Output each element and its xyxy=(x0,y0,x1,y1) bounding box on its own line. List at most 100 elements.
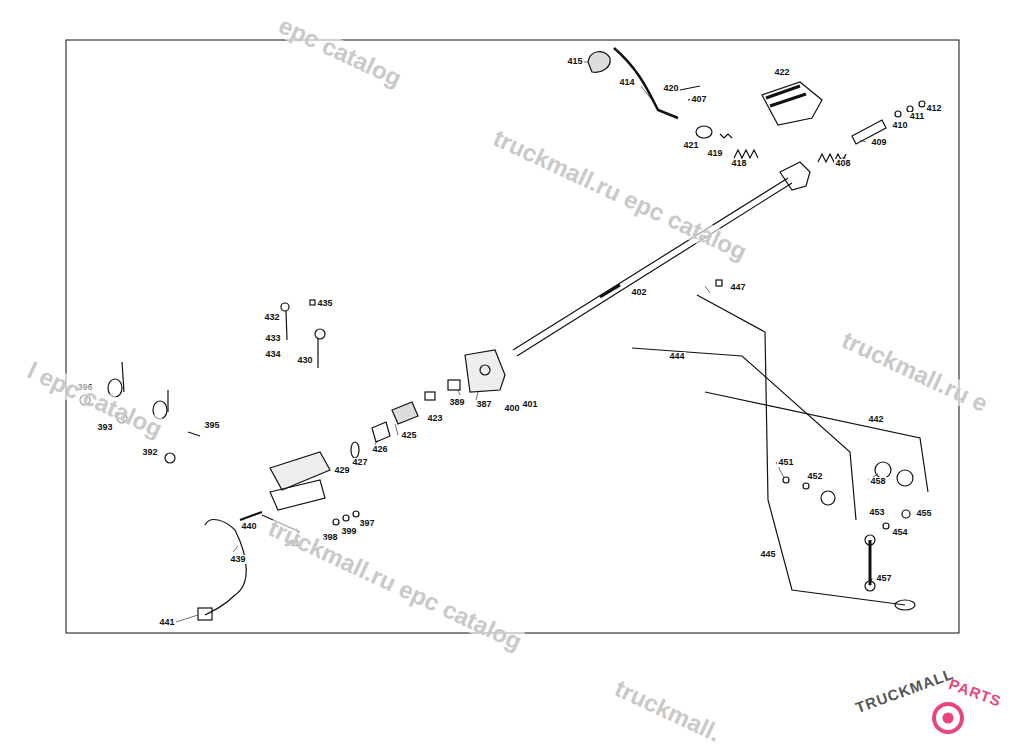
washer xyxy=(343,515,349,521)
callout-number: 408 xyxy=(834,159,851,168)
watermark: truckmall.ru epc catalog xyxy=(490,126,750,264)
shift-knob xyxy=(588,52,610,73)
callout-number: 389 xyxy=(448,398,465,407)
link xyxy=(869,540,872,585)
callout-number: 387 xyxy=(475,400,492,409)
part xyxy=(392,402,418,424)
bolt xyxy=(286,311,318,368)
washer xyxy=(895,111,901,117)
watermark: truckmall.ru e xyxy=(839,328,992,416)
callout-number: 429 xyxy=(333,466,350,475)
callout-number: 393 xyxy=(96,423,113,432)
clip xyxy=(720,134,732,138)
callout-number: 399 xyxy=(340,527,357,536)
callout-number: 452 xyxy=(806,472,823,481)
callout-number: 435 xyxy=(316,299,333,308)
washer xyxy=(803,483,809,489)
callout-number: 422 xyxy=(773,68,790,77)
callout-number: 415 xyxy=(566,57,583,66)
selector-body xyxy=(270,480,325,510)
logo-hub xyxy=(943,713,953,723)
callout-number: 395 xyxy=(203,421,220,430)
cable-end xyxy=(198,608,212,620)
ring xyxy=(351,442,359,458)
callout-number: 400 xyxy=(503,404,520,413)
callout-number: 401 xyxy=(521,400,538,409)
callout-number: 411 xyxy=(909,112,926,121)
callout-number: 427 xyxy=(351,458,368,467)
washer xyxy=(165,453,175,463)
watermark: l epc catalog xyxy=(24,358,166,441)
rod-eye xyxy=(895,600,915,610)
callout-number: 447 xyxy=(729,283,746,292)
callout-number: 444 xyxy=(668,352,685,361)
part xyxy=(425,392,435,400)
lever-bush xyxy=(897,470,913,486)
callout-number: 457 xyxy=(875,574,892,583)
washer xyxy=(883,523,889,529)
part xyxy=(448,380,460,390)
ball xyxy=(315,329,325,339)
callout-number: 419 xyxy=(706,149,723,158)
linkage-rod xyxy=(632,348,856,520)
callout-number: 426 xyxy=(371,445,388,454)
pivot xyxy=(821,491,835,505)
callout-number: 410 xyxy=(891,121,908,130)
callout-number: 423 xyxy=(426,414,443,423)
housing-boss xyxy=(480,365,490,375)
watermark: truckmall. xyxy=(612,676,725,746)
clip xyxy=(716,280,722,286)
callout-number: 458 xyxy=(869,477,886,486)
bolt xyxy=(167,390,168,412)
bolt xyxy=(122,362,124,392)
clip xyxy=(188,432,200,436)
housing xyxy=(465,350,505,392)
nut xyxy=(919,101,925,107)
callout-number: 418 xyxy=(730,159,747,168)
callout-number: 434 xyxy=(264,350,281,359)
callout-number: 442 xyxy=(867,415,884,424)
callout-number: 397 xyxy=(358,519,375,528)
bushing xyxy=(696,126,712,138)
boot-ring xyxy=(766,86,806,106)
spring xyxy=(734,150,758,158)
watermark: epc catalog xyxy=(275,13,405,91)
callout-number: 421 xyxy=(682,141,699,150)
callout-number: 420 xyxy=(662,84,679,93)
callout-number: 430 xyxy=(296,356,313,365)
callout-number: 407 xyxy=(690,95,707,104)
rod-fitting xyxy=(780,162,810,190)
rod-joint xyxy=(600,285,620,297)
callout-number: 441 xyxy=(158,618,175,627)
gaiter-boot xyxy=(762,82,822,125)
ball-joint xyxy=(865,535,875,545)
callout-number: 453 xyxy=(868,508,885,517)
callout-number: 454 xyxy=(891,528,908,537)
callout-number: 432 xyxy=(263,313,280,322)
callout-number: 402 xyxy=(630,288,647,297)
logo-gear xyxy=(934,704,962,732)
callout-number: 425 xyxy=(400,431,417,440)
washer xyxy=(353,511,359,517)
callout-number: 439 xyxy=(229,555,246,564)
cable-fitting xyxy=(240,512,262,520)
linkage-rod xyxy=(705,392,928,492)
callout-number: 392 xyxy=(141,448,158,457)
callout-number: 440 xyxy=(240,522,257,531)
bolt-head xyxy=(281,303,289,311)
callout-number: 433 xyxy=(264,334,281,343)
callout-number: 414 xyxy=(618,78,635,87)
logo-text: PARTS xyxy=(947,676,1004,709)
nut xyxy=(902,510,910,518)
frame xyxy=(66,40,959,633)
cable xyxy=(205,520,246,615)
washer xyxy=(333,519,339,525)
callout-number: 455 xyxy=(915,509,932,518)
callout-number: 445 xyxy=(759,550,776,559)
callout-number: 451 xyxy=(777,458,794,467)
callout-number: 412 xyxy=(925,104,942,113)
nut xyxy=(310,300,315,305)
callout-number: 409 xyxy=(870,138,887,147)
part xyxy=(372,422,390,442)
